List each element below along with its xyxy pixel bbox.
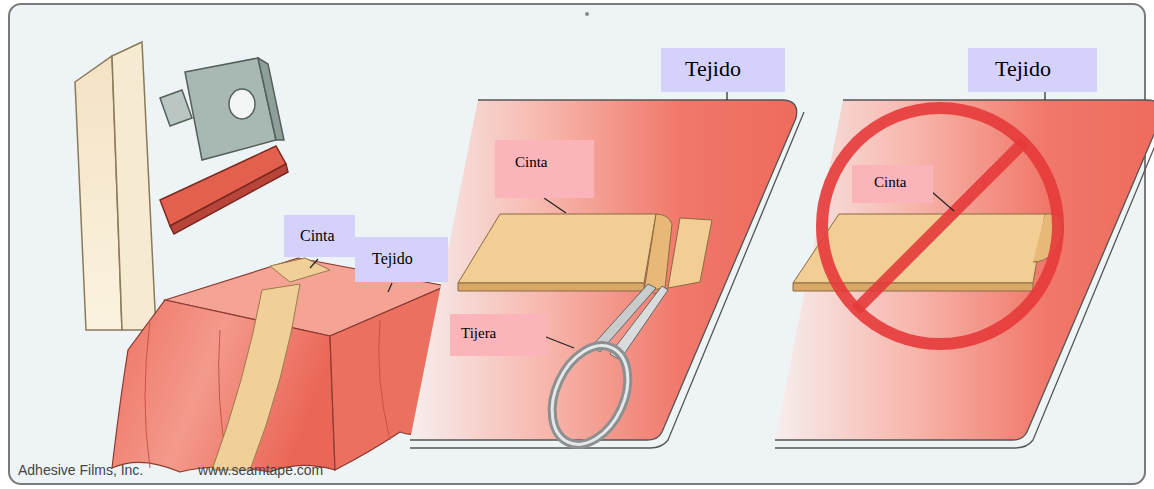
label-text: Tejido <box>995 56 1070 82</box>
label-text: Tejido <box>685 56 761 82</box>
fabric-panel <box>410 100 804 448</box>
label-box: Tijera <box>450 314 546 356</box>
leader-line <box>1044 92 1045 100</box>
leader-line <box>546 337 574 348</box>
footer-text: www.seamtape.com <box>198 462 323 478</box>
label-box: Tejido <box>661 48 785 92</box>
label-box: Tejido <box>968 48 1097 92</box>
prohibition-sign <box>822 108 1058 344</box>
label-box: Cinta <box>852 165 933 203</box>
leader-line <box>726 92 727 100</box>
leader-line <box>932 192 954 211</box>
label-text: Tejido <box>372 250 431 268</box>
scissors <box>537 284 668 456</box>
footer-text: Adhesive Films, Inc. <box>18 462 143 478</box>
speck <box>585 12 589 16</box>
label-text: Tijera <box>461 325 535 342</box>
label-box: Cinta <box>284 215 355 257</box>
label-text: Cinta <box>874 174 911 191</box>
leader-line <box>544 198 566 213</box>
label-text: Cinta <box>300 227 339 245</box>
fabric-panel <box>775 100 1154 448</box>
tape-strip <box>212 258 330 470</box>
label-box: Cinta <box>495 140 594 198</box>
label-text: Cinta <box>515 154 574 171</box>
label-box: Tejido <box>355 237 448 282</box>
leader-line <box>388 283 392 292</box>
draped-fabric <box>112 258 446 472</box>
leader-line <box>310 259 318 268</box>
